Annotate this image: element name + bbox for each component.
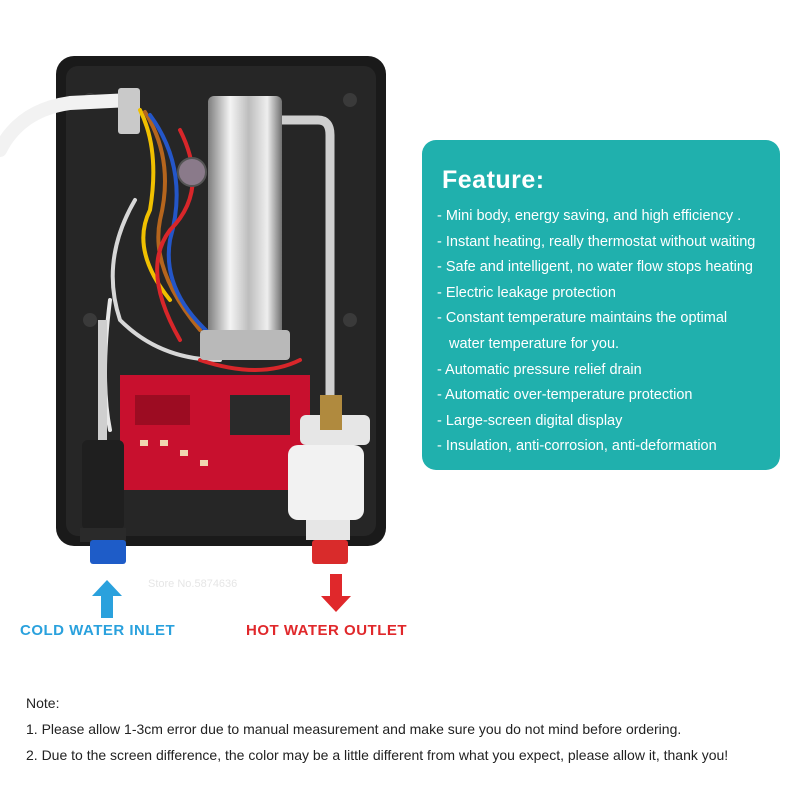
inlet-pipe [98,320,107,440]
note-line-1: 1. Please allow 1-3cm error due to manua… [26,721,682,737]
thermostat [177,157,207,187]
outlet-pipe [282,115,335,400]
hot-water-outlet-label: HOT WATER OUTLET [246,622,408,639]
cold-inlet-connector [90,540,126,564]
heating-tank [208,96,282,346]
hot-outlet-connector [312,540,348,564]
cold-water-inlet-label: COLD WATER INLET [20,622,176,639]
feature-item: - Instant heating, really thermostat wit… [437,233,756,250]
feature-item: - Automatic over-temperature protection [437,387,693,404]
internal-wires [103,108,302,432]
heater-product-photo [0,56,386,564]
feature-item-continuation: water temperature for you. [449,335,620,352]
control-pcb [120,375,310,490]
feature-item: - Large-screen digital display [437,412,623,429]
feature-item: - Constant temperature maintains the opt… [437,310,728,327]
feature-item: - Mini body, energy saving, and high eff… [437,208,742,224]
feature-list: - Mini body, energy saving, and high eff… [437,204,755,460]
hot-outlet-arrow-icon [321,574,351,612]
feature-item: - Insulation, anti-corrosion, anti-defor… [437,438,717,455]
feature-item: - Electric leakage protection [437,284,616,301]
feature-title: Feature: [442,166,545,194]
note-line-2: 2. Due to the screen difference, the col… [26,747,729,763]
feature-item: - Automatic pressure relief drain [437,361,642,378]
power-cable [0,93,137,157]
feature-item: - Safe and intelligent, no water flow st… [437,259,753,276]
note-title: Note: [26,695,60,711]
feature-panel: Feature: - Mini body, energy saving, and… [422,140,780,470]
watermark-text: Store No.5874636 [148,578,238,590]
cold-inlet-arrow-icon [92,580,122,618]
